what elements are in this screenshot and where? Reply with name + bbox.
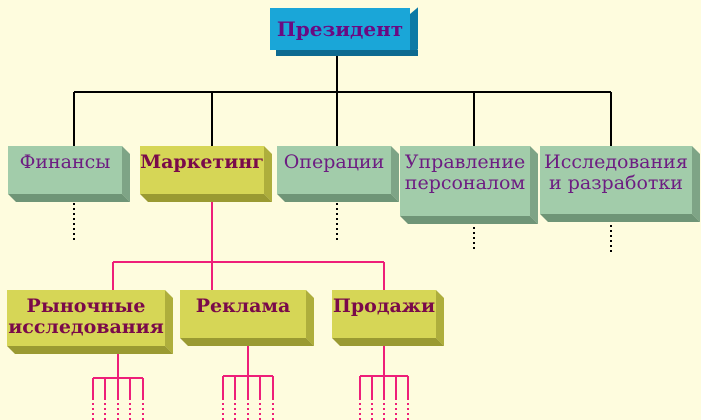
dept-rnd-box: Исследования и разработки bbox=[540, 146, 700, 222]
box-bottom-face bbox=[400, 216, 538, 224]
dept-marketing-label: Маркетинг bbox=[140, 146, 264, 194]
president-label: Президент bbox=[270, 8, 410, 50]
dept-hr-label: Управление персоналом bbox=[400, 146, 530, 216]
president-box-side bbox=[410, 7, 418, 57]
unit-advertising-box: Реклама bbox=[180, 290, 314, 346]
dept-finance-box: Финансы bbox=[8, 146, 130, 202]
box-bottom-face bbox=[8, 194, 130, 202]
fork-sub-2 bbox=[359, 344, 409, 420]
box-side-face bbox=[264, 146, 272, 202]
box-side-face bbox=[530, 146, 538, 224]
box-bottom-face bbox=[7, 346, 173, 354]
dept-operations-box: Операции bbox=[277, 146, 399, 202]
box-side-face bbox=[692, 146, 700, 222]
fork-sub-0 bbox=[92, 352, 144, 420]
box-bottom-face bbox=[277, 194, 399, 202]
dept-finance-label: Финансы bbox=[8, 146, 122, 194]
box-side-face bbox=[391, 146, 399, 202]
dept-hr-box: Управление персоналом bbox=[400, 146, 538, 224]
box-bottom-face bbox=[540, 214, 700, 222]
unit-advertising-label: Реклама bbox=[180, 290, 306, 338]
unit-market-research-label: Рыночные исследования bbox=[7, 290, 165, 346]
unit-market-research-box: Рыночные исследования bbox=[7, 290, 173, 354]
dept-operations-label: Операции bbox=[277, 146, 391, 194]
box-side-face bbox=[306, 290, 314, 346]
unit-sales-box: Продажи bbox=[332, 290, 444, 346]
fork-sub-1 bbox=[222, 344, 274, 420]
president-box-bottom bbox=[276, 50, 418, 56]
box-side-face bbox=[165, 290, 173, 354]
dept-marketing-box: Маркетинг bbox=[140, 146, 272, 202]
unit-sales-label: Продажи bbox=[332, 290, 436, 338]
box-side-face bbox=[436, 290, 444, 346]
box-bottom-face bbox=[180, 338, 314, 346]
box-bottom-face bbox=[140, 194, 272, 202]
box-side-face bbox=[122, 146, 130, 202]
dept-rnd-label: Исследования и разработки bbox=[540, 146, 692, 214]
president-box: Президент bbox=[270, 7, 418, 57]
box-bottom-face bbox=[332, 338, 444, 346]
